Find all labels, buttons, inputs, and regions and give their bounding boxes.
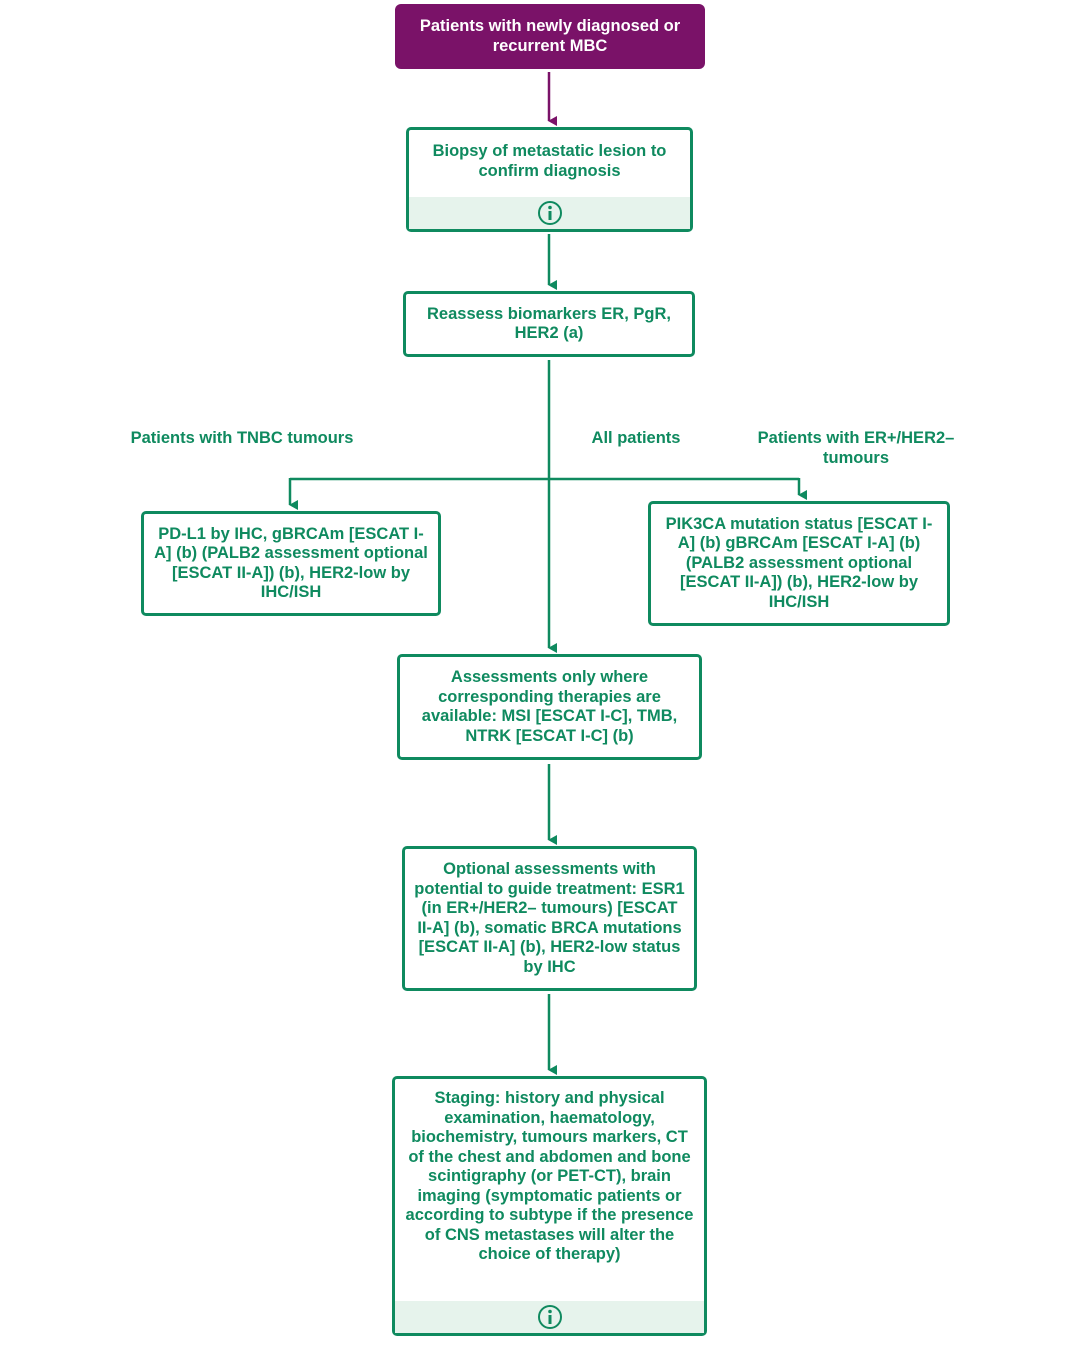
optional-assessments-text: Optional assessments with potential to g… (414, 860, 685, 976)
staging-text: Staging: history and physical examinatio… (405, 1089, 694, 1263)
start-box: Patients with newly diagnosed or recurre… (395, 4, 705, 69)
erpos-tests-box: PIK3CA mutation status [ESCAT I-A] (b) g… (648, 501, 950, 626)
tnbc-tests-text: PD-L1 by IHC, gBRCAm [ESCAT I-A] (b) (PA… (154, 524, 428, 602)
biopsy-box: Biopsy of metastatic lesion to confirm d… (406, 127, 693, 232)
optional-assessments-box: Optional assessments with potential to g… (402, 846, 697, 991)
conditional-assessments-text: Assessments only where corresponding the… (421, 668, 678, 745)
erpos-tests-text: PIK3CA mutation status [ESCAT I-A] (b) g… (665, 514, 933, 611)
info-icon[interactable] (537, 200, 563, 226)
conditional-assessments-box: Assessments only where corresponding the… (397, 654, 702, 760)
biopsy-info-strip[interactable] (409, 197, 690, 229)
info-icon[interactable] (537, 1304, 563, 1330)
staging-box: Staging: history and physical examinatio… (392, 1076, 707, 1336)
reassess-box: Reassess biomarkers ER, PgR, HER2 (a) (403, 291, 695, 357)
biopsy-text: Biopsy of metastatic lesion to confirm d… (432, 142, 667, 180)
start-text: Patients with newly diagnosed or recurre… (419, 17, 681, 55)
staging-info-strip[interactable] (395, 1301, 704, 1333)
reassess-text: Reassess biomarkers ER, PgR, HER2 (a) (427, 304, 671, 343)
branch-label-tnbc: Patients with TNBC tumours (130, 429, 354, 447)
tnbc-tests-box: PD-L1 by IHC, gBRCAm [ESCAT I-A] (b) (PA… (141, 511, 441, 616)
branch-label-erpos: Patients with ER+/HER2– tumours (757, 429, 955, 467)
branch-label-all: All patients (591, 429, 681, 447)
